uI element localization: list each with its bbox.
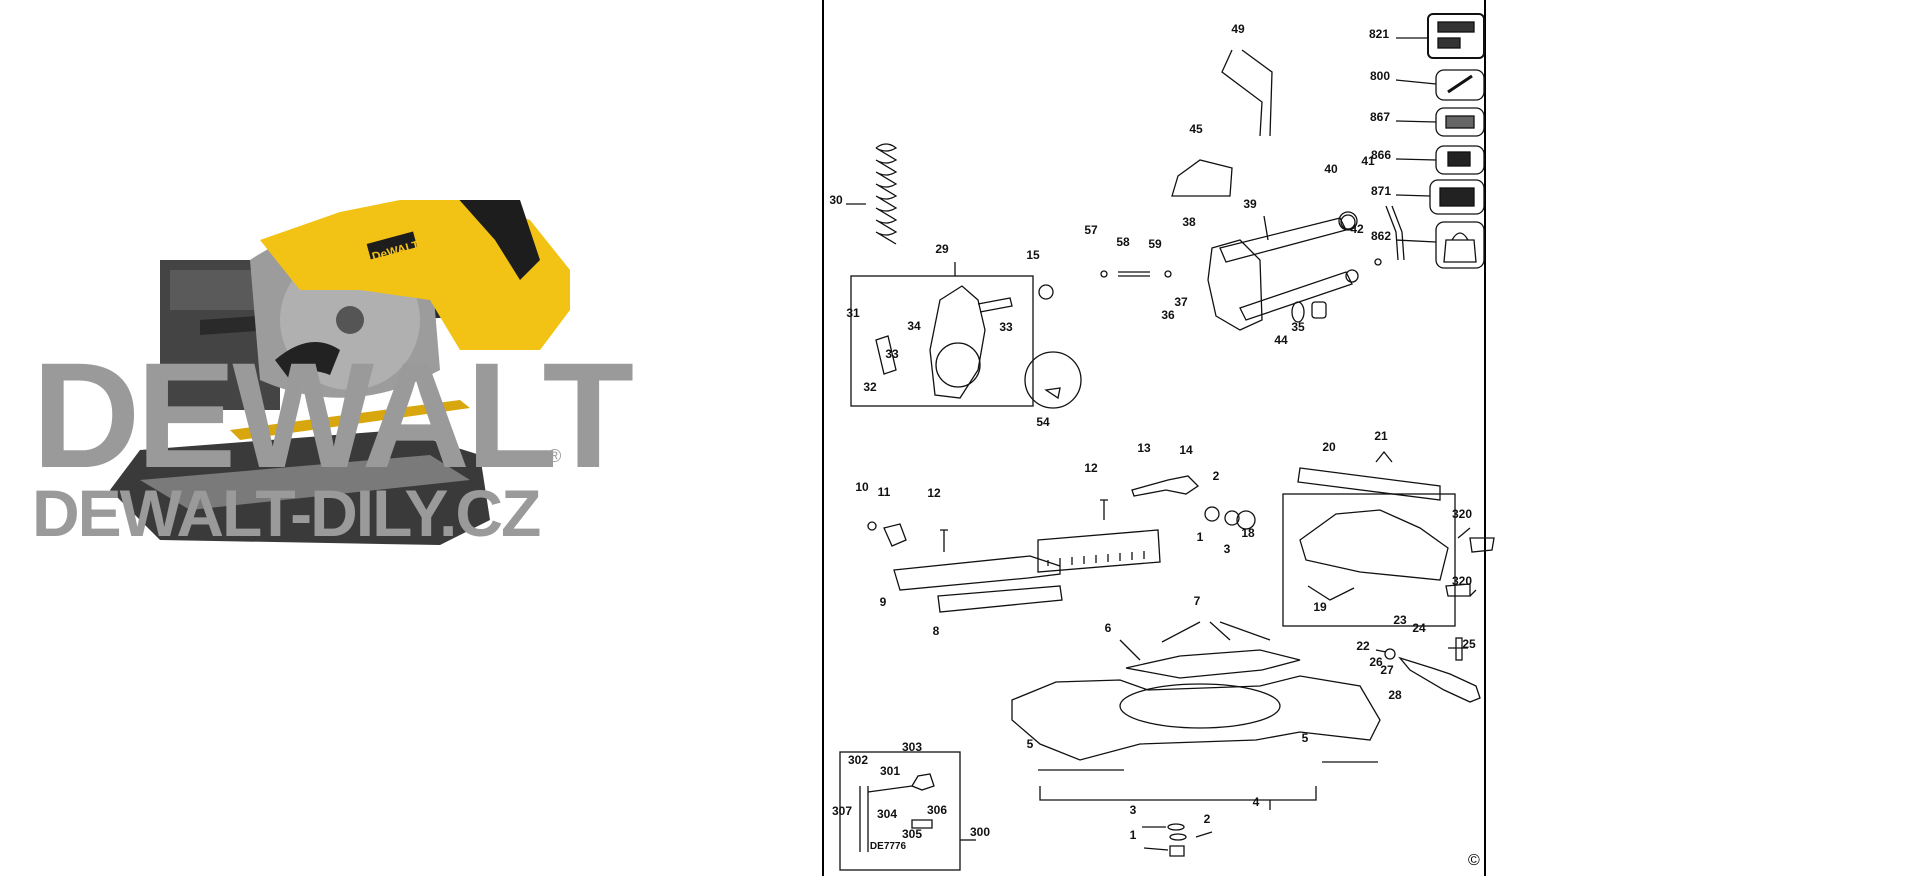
part-label-306: 306: [927, 803, 947, 817]
part-label-20: 20: [1322, 440, 1336, 454]
part-label-23: 23: [1393, 613, 1407, 627]
part-label-27: 27: [1380, 663, 1394, 677]
part-label-41: 41: [1361, 154, 1375, 168]
part-label-33b: 33: [885, 347, 899, 361]
part-label-58: 58: [1116, 235, 1130, 249]
part-label-30: 30: [829, 193, 843, 207]
part-label-300: 300: [970, 825, 990, 839]
part-label-19: 19: [1313, 600, 1327, 614]
miter-saw-photo: DeWALT: [110, 200, 570, 545]
part-label-22: 22: [1356, 639, 1370, 653]
part-label-8: 8: [933, 624, 940, 638]
part-label-21: 21: [1374, 429, 1388, 443]
part-label-301: 301: [880, 764, 900, 778]
part-label-40: 40: [1324, 162, 1338, 176]
part-label-304: 304: [877, 807, 897, 821]
part-label-59: 59: [1148, 237, 1162, 251]
part-label-45: 45: [1189, 122, 1203, 136]
part-label-5: 5: [1027, 737, 1034, 751]
part-label-32: 32: [863, 380, 877, 394]
part-label-38: 38: [1182, 215, 1196, 229]
part-label-800: 800: [1370, 69, 1390, 83]
part-label-11: 11: [878, 485, 891, 499]
part-label-1c: 1: [1130, 828, 1137, 842]
part-label-305: 305: [902, 827, 922, 841]
part-label-7: 7: [1194, 594, 1201, 608]
part-label-18: 18: [1241, 526, 1255, 540]
part-label-821: 821: [1369, 27, 1389, 41]
part-label-14: 14: [1179, 443, 1193, 457]
part-label-2: 2: [1213, 469, 1220, 483]
part-label-DE7776: DE7776: [870, 841, 907, 852]
part-label-33: 33: [999, 320, 1013, 334]
part-label-35: 35: [1291, 320, 1305, 334]
part-label-54: 54: [1036, 415, 1050, 429]
part-label-39: 39: [1243, 197, 1257, 211]
watermark-brand: DEWALT: [32, 331, 634, 499]
part-label-2c: 2: [1204, 812, 1211, 826]
part-label-15: 15: [1026, 248, 1040, 262]
part-label-10: 10: [855, 480, 869, 494]
part-label-6: 6: [1105, 621, 1112, 635]
part-label-871: 871: [1371, 184, 1391, 198]
part-label-34: 34: [907, 319, 921, 333]
part-label-862: 862: [1371, 229, 1391, 243]
exploded-parts-sheet: [822, 0, 1486, 876]
part-label-3c: 3: [1130, 803, 1137, 817]
part-label-1: 1: [1197, 530, 1204, 544]
part-label-57: 57: [1084, 223, 1098, 237]
part-label-866: 866: [1371, 148, 1391, 162]
part-label-44: 44: [1274, 333, 1288, 347]
part-label-42: 42: [1350, 222, 1364, 236]
watermark-site: DEWALT-DILY.CZ: [32, 476, 541, 550]
part-label-320: 320: [1452, 507, 1472, 521]
part-label-12: 12: [1084, 461, 1098, 475]
part-label-5b: 5: [1302, 731, 1309, 745]
part-label-25: 25: [1462, 637, 1476, 651]
part-label-3: 3: [1224, 542, 1231, 556]
part-label-26: 26: [1369, 655, 1383, 669]
part-label-49: 49: [1231, 22, 1245, 36]
part-label-867: 867: [1370, 110, 1390, 124]
part-label-320b: 320: [1452, 574, 1472, 588]
part-label-28: 28: [1388, 688, 1402, 702]
part-label-31: 31: [846, 306, 860, 320]
part-label-36: 36: [1161, 308, 1175, 322]
copyright-mark: ©: [1468, 852, 1480, 869]
part-label-13: 13: [1137, 441, 1151, 455]
product-photo-panel: DeWALT DEWALT ® DEWALT-DILY.CZ: [0, 0, 820, 876]
watermark-registered-mark: ®: [548, 446, 562, 466]
part-label-37: 37: [1174, 295, 1188, 309]
part-label-9: 9: [880, 595, 887, 609]
part-label-302: 302: [848, 753, 868, 767]
part-label-303: 303: [902, 740, 922, 754]
part-label-12b: 12: [927, 486, 941, 500]
part-label-24: 24: [1412, 621, 1426, 635]
part-label-4: 4: [1253, 795, 1260, 809]
part-label-29: 29: [935, 242, 949, 256]
part-label-307: 307: [832, 804, 852, 818]
